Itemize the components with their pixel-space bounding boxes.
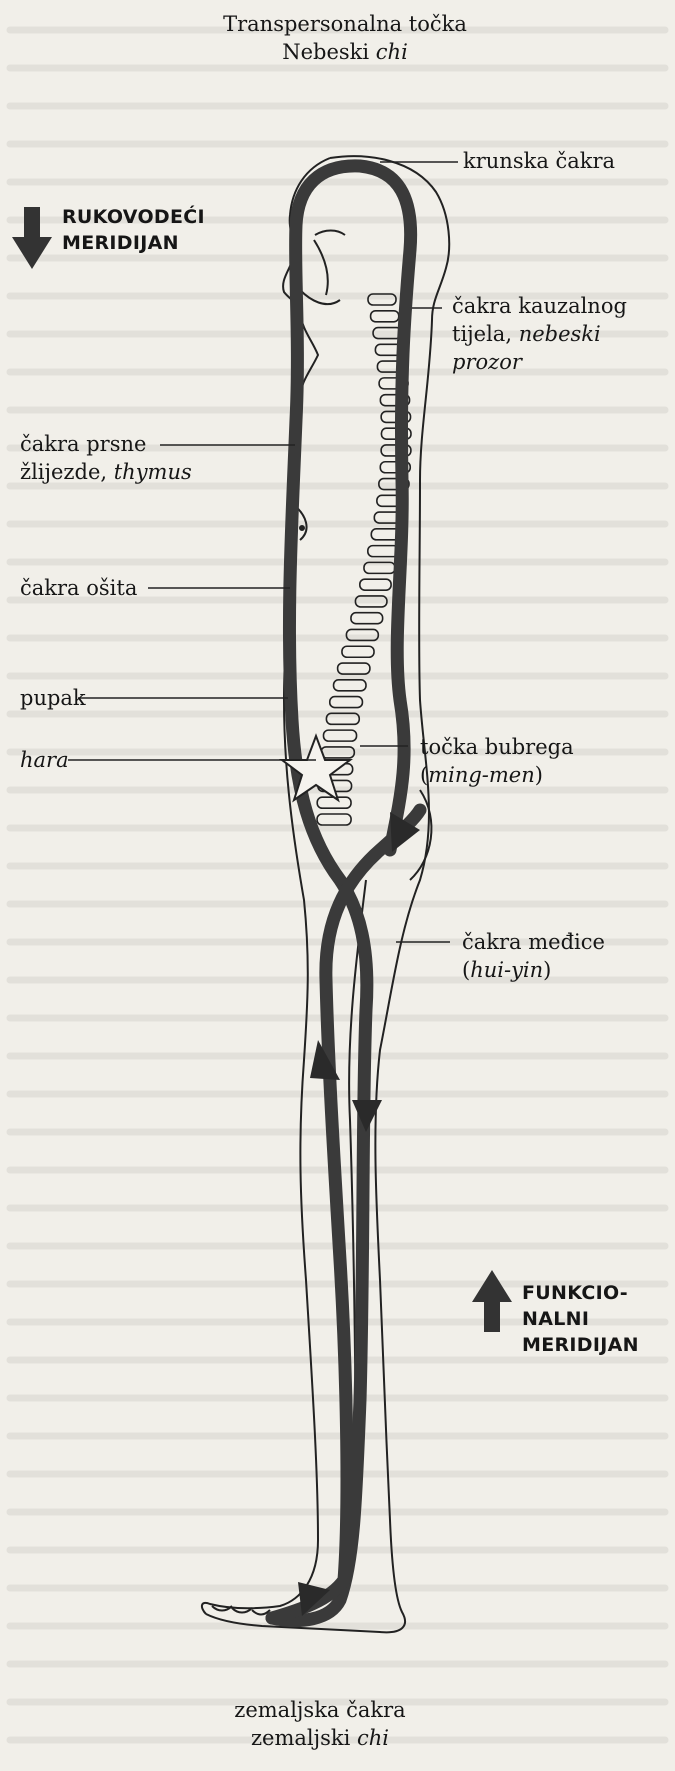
vertebra bbox=[338, 663, 370, 674]
thymus-chakra-label: čakra prsne žlijezde, thymus bbox=[20, 430, 192, 486]
transpersonal-point-label: Transpersonalna točka bbox=[220, 10, 470, 38]
vertebra bbox=[330, 697, 363, 708]
earth-chi-label: zemaljski chi bbox=[180, 1724, 460, 1752]
vertebra bbox=[334, 680, 366, 691]
meridian-path bbox=[272, 166, 420, 1621]
heavenly-chi-label: Nebeski chi bbox=[220, 38, 470, 66]
vertebra bbox=[355, 596, 386, 607]
causal-body-chakra-label: čakra kauzalnog tijela, nebeski prozor bbox=[452, 292, 627, 376]
functional-meridian-label: FUNKCIO- NALNI MERIDIJAN bbox=[522, 1280, 639, 1358]
vertebra bbox=[373, 328, 401, 339]
header-title: Transpersonalna točka Nebeski chi bbox=[220, 10, 470, 66]
vertebra bbox=[326, 713, 359, 724]
vertebra bbox=[351, 613, 383, 624]
body-outline bbox=[202, 156, 449, 1632]
vertebra bbox=[368, 546, 399, 557]
governing-meridian-label: RUKOVODEĆI MERIDIJAN bbox=[62, 204, 205, 256]
vertebra bbox=[360, 579, 391, 590]
perineum-chakra-label: čakra međice (hui-yin) bbox=[462, 928, 605, 984]
earth-chakra-label: zemaljska čakra bbox=[180, 1696, 460, 1724]
vertebra bbox=[321, 747, 354, 758]
kidney-point-label: točka bubrega (ming-men) bbox=[420, 733, 574, 789]
vertebra bbox=[323, 730, 356, 741]
vertebra bbox=[342, 646, 374, 657]
footer-title: zemaljska čakra zemaljski chi bbox=[180, 1696, 460, 1752]
vertebra bbox=[317, 797, 351, 808]
vertebra bbox=[346, 629, 378, 640]
navel-label: pupak bbox=[20, 684, 86, 712]
vertebra bbox=[364, 562, 395, 573]
arrow-up-icon bbox=[472, 1270, 512, 1332]
vertebra bbox=[371, 311, 399, 322]
vertebra bbox=[317, 814, 351, 825]
diaphragm-chakra-label: čakra ošita bbox=[20, 574, 137, 602]
vertebra bbox=[368, 294, 396, 305]
crown-chakra-label: krunska čakra bbox=[463, 147, 615, 175]
arrow-down-icon bbox=[12, 207, 52, 269]
hara-label: hara bbox=[20, 746, 69, 774]
